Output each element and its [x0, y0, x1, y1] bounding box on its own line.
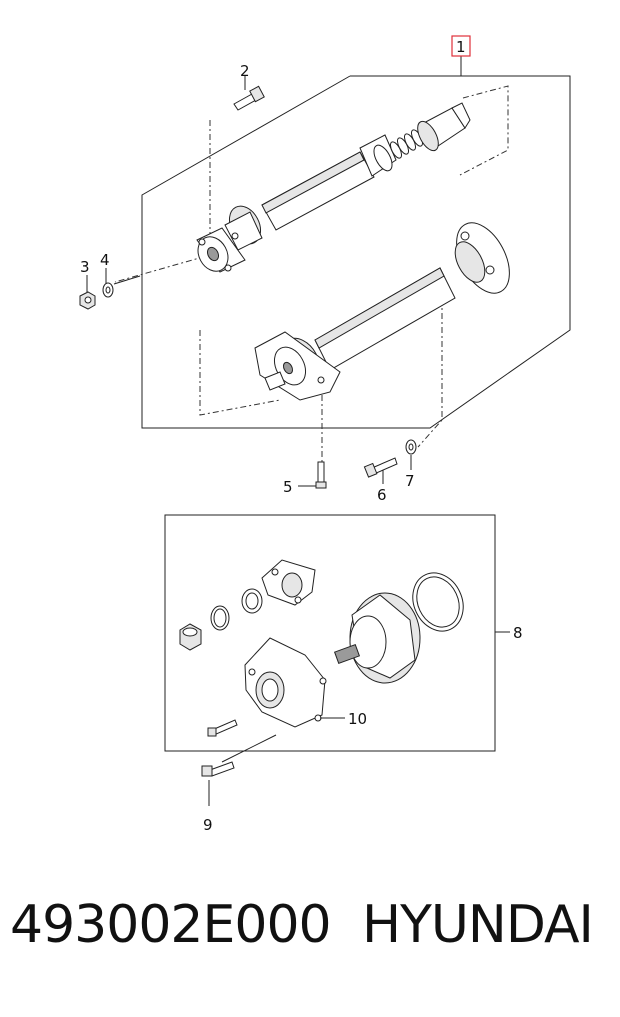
callout-7[interactable]: 7	[405, 472, 415, 490]
callout-2[interactable]: 2	[240, 62, 250, 80]
bearing-kit-parts	[179, 559, 464, 737]
bolt-9[interactable]	[201, 734, 277, 806]
callout-1-box[interactable]	[451, 35, 471, 57]
front-shaft-upper-boundary	[459, 85, 509, 176]
callout-10[interactable]: 10	[348, 710, 367, 728]
callout-5[interactable]: 5	[283, 478, 293, 496]
rear-propeller-shaft	[254, 222, 510, 401]
callout-4[interactable]: 4	[100, 251, 110, 269]
part-number: 493002E000	[10, 895, 332, 955]
callout-3[interactable]: 3	[80, 258, 90, 276]
washer-7[interactable]	[405, 439, 417, 470]
bolt-6[interactable]	[363, 457, 398, 484]
product-footer: 493002E000 HYUNDAI	[0, 895, 620, 995]
rear-shaft-boundary-right	[417, 285, 443, 448]
front-propeller-shaft	[196, 102, 471, 273]
front-shaft-boundary	[114, 120, 211, 283]
parts-diagram: 1	[79, 35, 571, 834]
washer-4[interactable]	[102, 268, 114, 298]
brand-name: HYUNDAI	[362, 895, 594, 955]
bearing-kit-frame	[164, 514, 496, 752]
bolt-2[interactable]	[233, 76, 265, 111]
assembly-frame	[141, 75, 571, 429]
callout-8[interactable]: 8	[513, 624, 523, 642]
callout-9[interactable]: 9	[203, 816, 213, 834]
bolt-5[interactable]	[298, 461, 327, 489]
callout-1: 1	[456, 38, 466, 56]
nut-3[interactable]	[79, 275, 96, 310]
callout-6[interactable]: 6	[377, 486, 387, 504]
rear-shaft-boundary	[199, 330, 281, 416]
